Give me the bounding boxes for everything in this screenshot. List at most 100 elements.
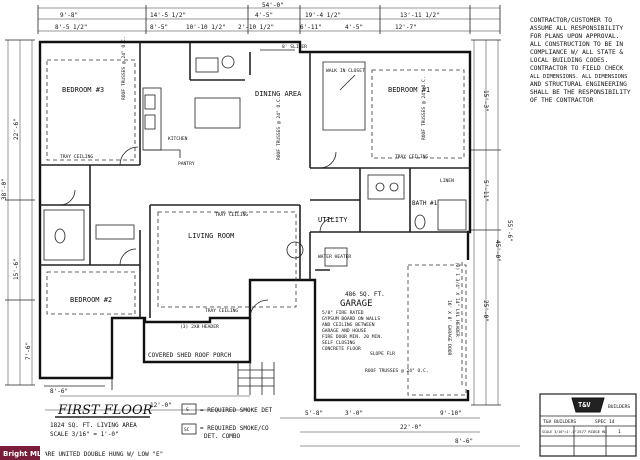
garage-note-line: AND CEILING BETWEEN bbox=[322, 322, 375, 328]
exterior-walls bbox=[38, 40, 472, 402]
garage-note-line: SELF CLOSING bbox=[322, 340, 355, 346]
dim-bottom-b: 12'-0" bbox=[150, 402, 172, 409]
dim-right-a: 15'-3" bbox=[482, 90, 489, 112]
garage-notes: 5/8" FIRE RATED GYPSUM BOARD ON WALLS AN… bbox=[322, 310, 383, 352]
dim-bottom-a: 8'-6" bbox=[50, 388, 68, 395]
dim-sub-a: 8'-5 1/2" bbox=[55, 24, 88, 31]
contractor-note: CONTRACTOR/CUSTOMER TO ASSUME ALL RESPON… bbox=[530, 17, 631, 104]
label-garage-trusses: ROOF TRUSSES @ 24" O.C. bbox=[365, 368, 429, 374]
contractor-note-line: CONTRACTOR/CUSTOMER TO bbox=[530, 17, 612, 24]
room-kitchen: KITCHEN bbox=[168, 136, 188, 142]
contractor-note-line: AND STRUCTURAL ENGINEERING bbox=[530, 81, 627, 88]
interior-walls bbox=[40, 42, 470, 318]
room-linen: LINEN bbox=[440, 178, 454, 184]
label-slider: 8' SLIDER bbox=[282, 44, 307, 50]
company-logo-text: T&V bbox=[578, 401, 591, 409]
label-tray-ceiling-4: TRAY CEILING bbox=[205, 308, 238, 314]
label-tray-ceiling-3: TRAY CEILING bbox=[395, 154, 428, 160]
label-water-heater: WATER HEATER bbox=[318, 254, 351, 260]
dim-bottom-g: 8'-6" bbox=[455, 438, 473, 445]
dim-sub-g: 12'-7" bbox=[395, 24, 417, 31]
smoke-co-detector-icon: SC bbox=[184, 427, 190, 433]
room-bath1: BATH #1 bbox=[412, 200, 438, 207]
room-bedroom1: BEDROOM #1 bbox=[388, 86, 430, 94]
company-logo-icon bbox=[571, 397, 605, 413]
contractor-note-line: OF THE CONTRACTOR bbox=[530, 97, 594, 104]
company-scale: SCALE 3/16"=1'-0" bbox=[542, 430, 577, 434]
label-slope: SLOPE FLR bbox=[370, 351, 395, 357]
dim-bottom-e: 9'-10" bbox=[440, 410, 462, 417]
dim-top-mid2: 4'-5" bbox=[255, 12, 273, 19]
label-roof-trusses-3: ROOF TRUSSES @ 24" O.C. bbox=[421, 76, 427, 140]
room-bedroom2: BEDROOM #2 bbox=[70, 296, 112, 304]
floor-scale: SCALE 3/16" = 1'-0" bbox=[50, 431, 119, 438]
label-window-note: ARE UNITED DOUBLE HUNG W/ LOW "E" bbox=[44, 451, 163, 458]
label-garage: GARAGE bbox=[340, 299, 373, 309]
legend-combo-1: = REQUIRED SMOKE/CO bbox=[200, 425, 269, 432]
dim-right-b: 5'-11" bbox=[482, 180, 489, 202]
dim-top-left: 9'-8" bbox=[60, 12, 78, 19]
label-dbl-header: (3) 2X8 HEADER bbox=[180, 324, 219, 330]
label-garage-sqft: 486 SQ. FT. bbox=[345, 291, 385, 298]
contractor-note-line: FOR PLANS UPON APPROVAL. bbox=[530, 33, 619, 40]
label-roof-trusses-2: ROOF TRUSSES @ 24" O.C. bbox=[276, 96, 282, 160]
dim-right-c: 45'-0" bbox=[494, 240, 501, 262]
label-roof-trusses-1: ROOF TRUSSES @ 24" O.C. bbox=[121, 36, 127, 100]
label-garage-door: 16' X 8' GARAGE DOOR bbox=[446, 300, 452, 356]
dim-top-right: 13'-11 1/2" bbox=[400, 12, 440, 19]
dim-sub-e: 6'-11" bbox=[300, 24, 322, 31]
dim-sub-d: 2'-10 1/2" bbox=[238, 24, 274, 31]
room-pantry: PANTRY bbox=[178, 161, 195, 167]
legend-smoke: = REQUIRED SMOKE DET bbox=[200, 407, 273, 414]
smoke-detector-icon: S bbox=[186, 407, 189, 413]
dim-bottom-f: 22'-0" bbox=[400, 424, 422, 431]
dim-right-overall: 55'-6" bbox=[506, 220, 513, 242]
doors bbox=[59, 49, 356, 319]
company-sheet: 1 bbox=[618, 429, 621, 435]
bright-mls-watermark: Bright MLS bbox=[0, 446, 46, 460]
contractor-note-line: ALL DIMENSIONS. ALL DIMENSIONS bbox=[530, 74, 627, 80]
contractor-note-line: LOCAL BUILDING CODES. bbox=[530, 57, 608, 64]
garage-note-line: GYPSUM BOARD ON WALLS bbox=[322, 316, 380, 322]
contractor-note-line: ASSUME ALL RESPONSIBILITY bbox=[530, 25, 623, 32]
dim-bottom-c: 5'-8" bbox=[305, 410, 323, 417]
contractor-note-line: ALL CONSTRUCTION TO BE IN bbox=[530, 41, 623, 48]
label-tray-ceiling-2: TRAY CEILING bbox=[215, 212, 248, 218]
kitchen-counters bbox=[142, 55, 241, 158]
title-block: FIRST FLOOR 1824 SQ. FT. LIVING AREA SCA… bbox=[50, 403, 153, 438]
dim-bottom-d: 3'-0" bbox=[345, 410, 363, 417]
contractor-note-line: CONTRACTOR TO FIELD CHECK bbox=[530, 65, 623, 72]
legend-combo-2: DET. COMBO bbox=[204, 433, 241, 440]
company-address: 2577 RIDGE RD bbox=[577, 429, 607, 434]
floor-title: FIRST FLOOR bbox=[57, 403, 153, 418]
label-garage-header: (2) 1 3/4" X 14" LVL HEADER bbox=[454, 262, 460, 337]
company-plan: SPEC 14 bbox=[595, 419, 615, 425]
garage-note-line: GARAGE AND HOUSE bbox=[322, 328, 366, 334]
watermark-text: Bright MLS bbox=[3, 450, 46, 458]
label-porch: COVERED SHED ROOF PORCH bbox=[148, 352, 231, 359]
company-name: T&V BUILDERS bbox=[543, 419, 576, 425]
dim-top-mid3: 19'-4 1/2" bbox=[305, 12, 341, 19]
company-logo-sub: BUILDERS bbox=[608, 404, 630, 410]
contractor-note-line: COMPLIANCE W/ ALL STATE & bbox=[530, 49, 623, 56]
room-living: LIVING ROOM bbox=[188, 232, 234, 240]
garage-note-line: FIRE DOOR MIN. 20 MIN. bbox=[322, 334, 383, 340]
dim-sub-f: 4'-5" bbox=[345, 24, 363, 31]
porch-steps bbox=[44, 362, 275, 395]
garage-note-line: CONCRETE FLOOR bbox=[322, 346, 361, 352]
bath-fixtures bbox=[43, 174, 467, 267]
dim-sub-c: 10'-10 1/2" bbox=[186, 24, 226, 31]
label-tray-ceiling-1: TRAY CEILING bbox=[60, 154, 93, 160]
tray-ceilings bbox=[46, 59, 467, 396]
dim-left-overall: 38'-0" bbox=[1, 178, 8, 200]
legend: S = REQUIRED SMOKE DET SC = REQUIRED SMO… bbox=[181, 403, 273, 440]
garage-door bbox=[461, 260, 470, 390]
dim-left-b: 15'-6" bbox=[13, 258, 20, 280]
contractor-note-line: SHALL BE THE RESPONSIBILITY bbox=[530, 89, 631, 96]
garage-note-line: 5/8" FIRE RATED bbox=[322, 310, 364, 316]
company-block: T&V BUILDERS T&V BUILDERS SPEC 14 SCALE … bbox=[539, 393, 637, 457]
room-walk-in: WALK IN CLOSET bbox=[326, 68, 365, 74]
dim-left-c: 7'-6" bbox=[25, 342, 32, 360]
room-bedroom3: BEDROOM #3 bbox=[62, 86, 104, 94]
